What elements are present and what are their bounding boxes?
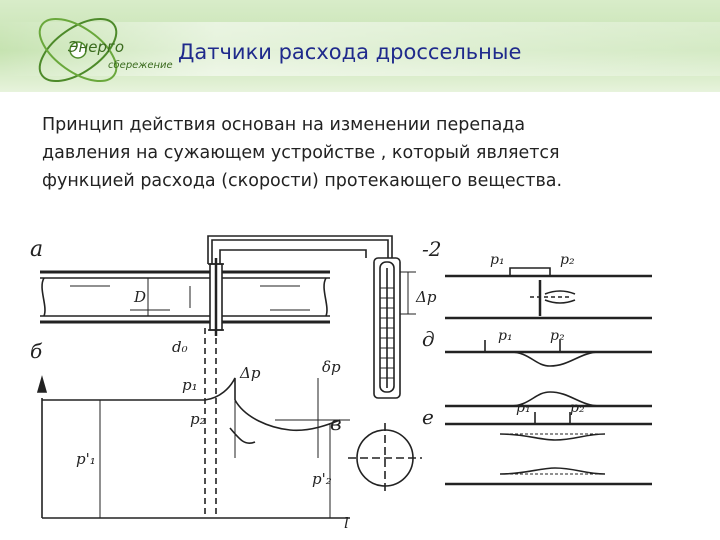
label-e-p1: p₁: [516, 400, 531, 416]
description-line: функцией расхода (скорости) протекающего…: [42, 171, 563, 191]
label-dp-manometer: Δp: [415, 288, 437, 306]
label-e: е: [422, 405, 434, 429]
logo-icon: [38, 17, 118, 83]
label-delta-p: δp: [322, 358, 341, 376]
label-l: l: [344, 514, 349, 532]
label-d: д: [422, 327, 435, 351]
logo-text: Энерго: [68, 38, 125, 56]
description: Принцип действия основан на изменении пе…: [42, 111, 682, 195]
label-D: D: [133, 288, 146, 306]
label-e-p2: p₂: [570, 400, 585, 416]
flow-sensor-diagram: а б в -2 д е D d₀ Δp Δp δp p₁ p₂ p'₁ p'₂…: [30, 235, 652, 532]
label-d-p1: p₁: [498, 328, 513, 344]
description-line: Принцип действия основан на изменении пе…: [42, 115, 526, 135]
label-a: а: [30, 237, 43, 262]
label-p1: p₁: [182, 376, 198, 394]
panel-v-cross-section: [348, 423, 422, 493]
panel-e-venturi: [445, 412, 652, 486]
header-banner: Энерго сбережение Датчики расхода дроссе…: [0, 0, 720, 92]
label-p2-prime: p'₂: [312, 470, 332, 488]
label-d-p2: p₂: [550, 328, 565, 344]
page-title: Датчики расхода дроссельные: [178, 40, 522, 64]
label-b: б: [30, 339, 43, 363]
panel-b-pressure-graph: [36, 328, 350, 519]
label-d0: d₀: [172, 338, 188, 356]
label-p2: p₂: [190, 410, 206, 428]
u-tube-manometer: [207, 235, 416, 399]
label-dp-graph: Δp: [239, 364, 261, 382]
label-g-p1: p₁: [490, 252, 505, 268]
panel-a-pipe: [40, 258, 330, 336]
header-band: [0, 22, 720, 76]
label-p1-prime: p'₁: [76, 450, 96, 468]
panel-g-orifice: [445, 267, 652, 320]
label-g: -2: [422, 237, 441, 261]
logo-subtext: сбережение: [108, 60, 173, 71]
label-g-p2: p₂: [560, 252, 575, 268]
description-line: давления на сужающем устройстве , которы…: [42, 143, 560, 163]
panel-d-nozzle: [445, 340, 652, 408]
label-v: в: [330, 411, 342, 435]
